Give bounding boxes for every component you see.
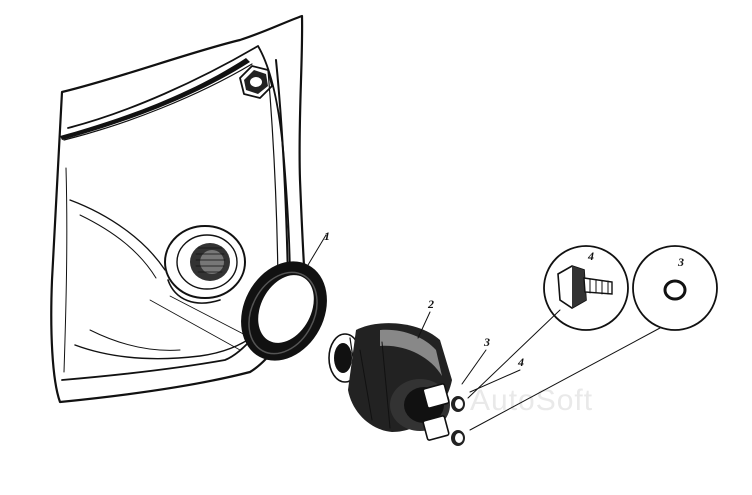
callout-2: 2 (427, 297, 434, 311)
housing-cover (50, 14, 308, 404)
callout-4-detail: 4 (587, 249, 594, 263)
callout-3-detail: 3 (677, 255, 684, 269)
callout-1: 1 (324, 229, 330, 243)
sealing-washer (241, 234, 327, 361)
detail-connector-4 (467, 309, 561, 399)
callout-4-switch: 4 (517, 355, 524, 369)
threaded-boss (164, 225, 246, 304)
leader-line-2 (417, 311, 431, 339)
callout-3-switch: 3 (483, 335, 490, 349)
detail-connector-3 (469, 327, 661, 431)
leader-line-3-switch (461, 349, 487, 385)
detail-screw (467, 245, 629, 399)
corner-nut (239, 65, 273, 99)
switch-body (328, 311, 465, 446)
detail-washer (469, 245, 718, 431)
watermark: AutoSoft (470, 384, 593, 417)
leader-line-1 (304, 234, 327, 271)
